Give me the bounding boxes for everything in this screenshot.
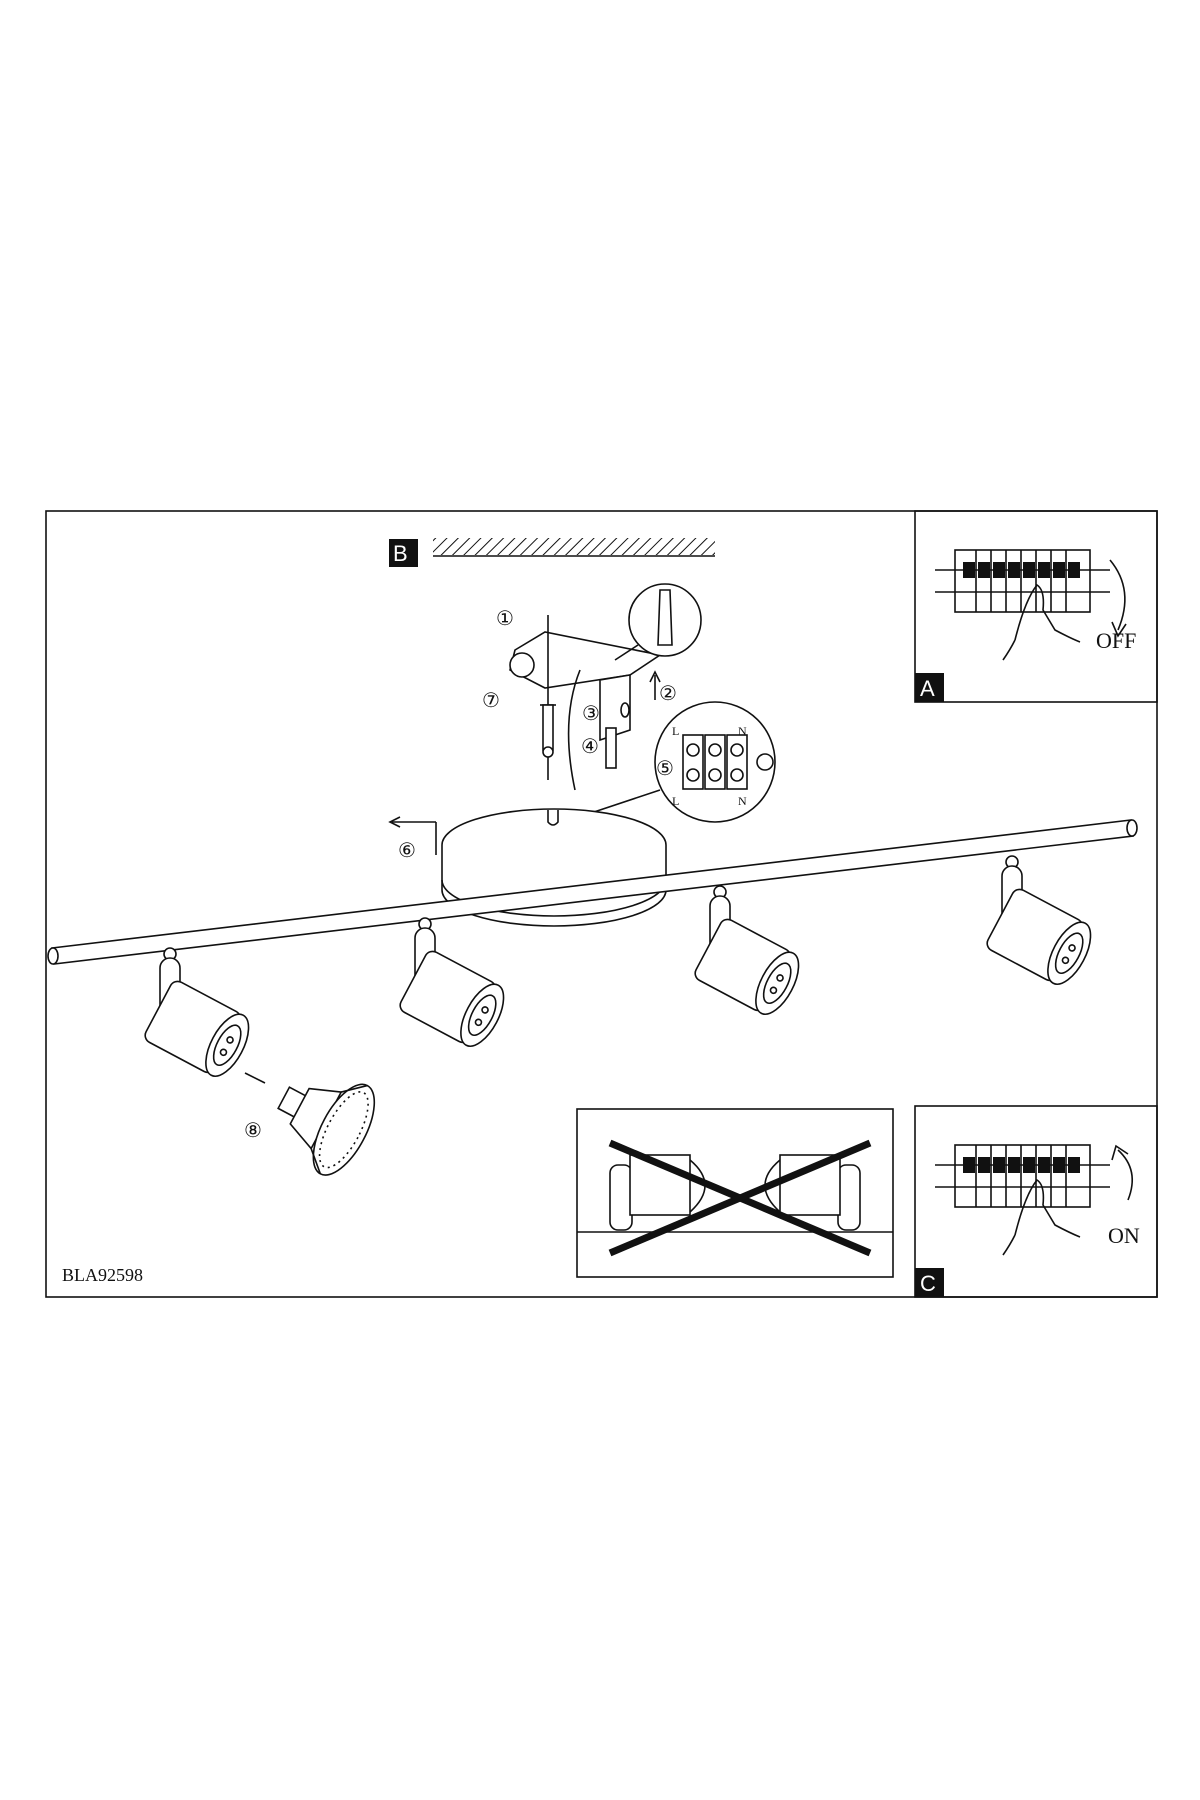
panel-a-switch-off (914, 510, 1158, 703)
spotlight-rod (47, 819, 1138, 965)
incorrect-installation-warning (576, 1108, 894, 1278)
switch-off-label: OFF (1096, 628, 1136, 653)
gu10-bulb (277, 1083, 376, 1176)
panel-c-label: C (920, 1271, 936, 1296)
terminal-label-n-bottom: N (738, 794, 747, 808)
step-marker-8: ⑧ (244, 1120, 262, 1142)
panel-c-switch-on (914, 1105, 1158, 1298)
arrow-down-icon (1109, 559, 1126, 631)
wall-plug-detail (628, 583, 702, 657)
mounting-bracket (509, 583, 702, 791)
panel-b-label: B (393, 541, 408, 566)
panel-b-ceiling (389, 538, 715, 567)
step-marker-2: ② (659, 683, 677, 705)
terminal-block-detail (584, 701, 776, 823)
step-marker-3: ③ (582, 703, 600, 725)
spotlight-3 (691, 885, 809, 1022)
spotlight-1 (141, 947, 259, 1084)
switch-on-label: ON (1108, 1223, 1140, 1248)
step-marker-4: ④ (581, 736, 599, 758)
step-marker-6: ⑥ (398, 840, 416, 862)
model-code: BLA92598 (62, 1265, 143, 1285)
spotlight-4 (983, 855, 1101, 992)
step-marker-1: ① (496, 608, 514, 630)
step-marker-5: ⑤ (656, 758, 674, 780)
spotlight-2 (396, 917, 514, 1054)
step-marker-7: ⑦ (482, 690, 500, 712)
arrow-up-icon (1117, 1149, 1134, 1201)
terminal-label-l-top: L (672, 724, 679, 738)
ground-icon (756, 753, 774, 771)
panel-a-label: A (920, 676, 935, 701)
terminal-label-l-bottom: L (672, 794, 679, 808)
terminal-label-n-top: N (738, 724, 747, 738)
diagram-frame (45, 510, 1158, 1298)
arrow-icon (244, 1072, 266, 1084)
